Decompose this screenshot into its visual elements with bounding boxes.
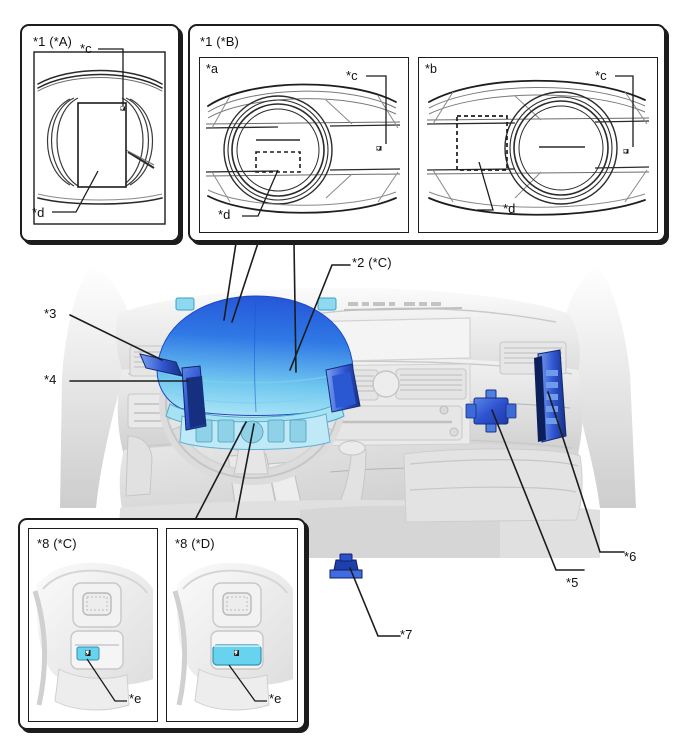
subpanel-b: *b	[418, 57, 658, 233]
callout-label-2: *2 (*C)	[352, 255, 392, 270]
instrument-cluster-art-c	[426, 75, 650, 216]
panel-label-top-left: *1 (*A)	[33, 34, 72, 49]
instrument-cluster-art-b	[205, 75, 401, 217]
callout-label-8c-e: *e	[129, 691, 142, 706]
panel-label-bottom-left: *8 (*C)	[37, 536, 77, 551]
callout-label-7: *7	[400, 627, 413, 642]
instrument-cluster-art-a	[33, 48, 166, 225]
callout-label-3: *3	[44, 306, 57, 321]
panel-frame-top-left: *1 (*A)	[20, 24, 180, 242]
subpanel-label-a: *a	[206, 62, 219, 76]
subpanel-8c: *8 (*C)	[28, 528, 158, 722]
steering-switch-art-d	[172, 562, 293, 711]
steering-switch-art-c	[32, 562, 154, 711]
subpanel-8d: *8 (*D)	[166, 528, 298, 722]
callout-label-6: *6	[624, 549, 637, 564]
callout-label-a-d: *d	[32, 205, 45, 220]
callout-label-8d-e: *e	[269, 691, 282, 706]
panel-frame-bottom: *8 (*C)	[18, 518, 306, 730]
callout-label-c-d: *d	[503, 201, 516, 216]
callout-label-a-c: *c	[80, 41, 92, 56]
panel-frame-top-right: *1 (*B) *a	[188, 24, 666, 242]
callout-label-4: *4	[44, 372, 57, 387]
panel-label-top-middle: *1 (*B)	[200, 34, 239, 49]
panel-label-bottom-right: *8 (*D)	[175, 536, 215, 551]
subpanel-label-b: *b	[425, 62, 438, 76]
callout-label-c-c: *c	[595, 68, 607, 83]
callout-label-b-d: *d	[218, 207, 231, 222]
callout-label-b-c: *c	[346, 68, 358, 83]
subpanel-a: *a	[199, 57, 409, 233]
callout-label-5: *5	[566, 575, 579, 590]
